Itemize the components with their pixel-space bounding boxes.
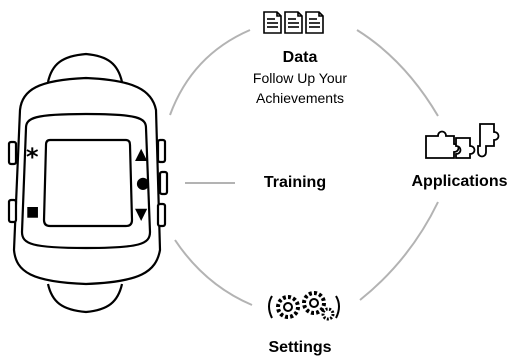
button-down[interactable]: ▼ [135, 204, 148, 223]
gear-icon[interactable] [268, 291, 340, 321]
data-label[interactable]: Data [282, 49, 318, 66]
side-button-left-1[interactable] [7, 140, 18, 166]
puzzle-piece-3 [477, 123, 500, 158]
training-label[interactable]: Training [263, 174, 327, 191]
document-icon-2 [284, 11, 303, 34]
gear-2-hub [309, 298, 319, 308]
watch [7, 52, 169, 314]
gear-1-hub [283, 302, 293, 312]
gear-1 [276, 295, 300, 319]
puzzle-piece-1 [425, 130, 460, 159]
settings-label[interactable]: Settings [268, 339, 332, 356]
side-button-left-2[interactable] [7, 198, 18, 224]
puzzle-icon[interactable] [425, 123, 500, 159]
document-icon-1 [263, 11, 282, 34]
arc-applications-bottom [359, 201, 439, 301]
button-ok[interactable]: ● [136, 173, 150, 192]
gear-3 [321, 307, 335, 321]
applications-label[interactable]: Applications [411, 173, 508, 190]
watch-strap-bottom [46, 283, 124, 314]
arc-data [169, 29, 251, 116]
side-button-right-2[interactable] [158, 170, 169, 196]
arc-applications-top [356, 29, 439, 117]
data-subtitle-line2: Achievements [256, 90, 344, 106]
button-asterisk[interactable]: * [26, 143, 39, 171]
side-button-right-1[interactable] [156, 138, 167, 164]
arc-settings [174, 239, 253, 306]
watch-screen [42, 138, 134, 228]
document-icon-3 [305, 11, 324, 34]
connector-arcs [169, 29, 439, 306]
gear-2 [302, 291, 326, 315]
button-square[interactable]: ■ [26, 204, 39, 220]
document-icon[interactable] [263, 11, 324, 34]
data-subtitle-line1: Follow Up Your [252, 70, 348, 86]
side-button-right-3[interactable] [156, 202, 167, 228]
gear-bracket-right [335, 295, 340, 319]
button-up[interactable]: ▲ [135, 144, 148, 163]
gear-bracket-left [268, 295, 273, 319]
watch-button-glyphs: * ■ ▲ ● ▼ [26, 143, 150, 223]
puzzle-piece-2 [455, 137, 476, 159]
watch-strap-top [46, 52, 124, 83]
